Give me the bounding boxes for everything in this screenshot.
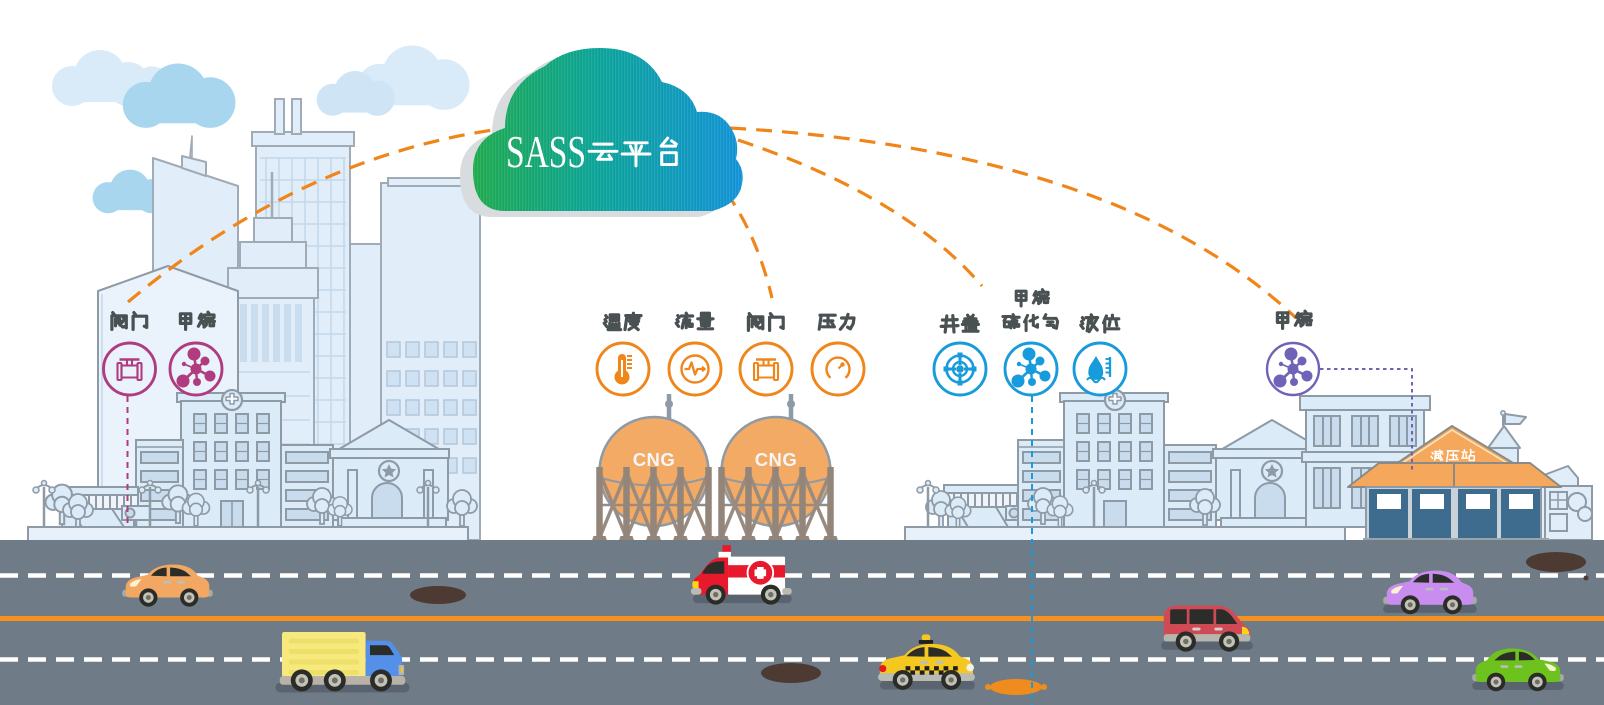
svg-text:CNG: CNG <box>755 449 798 470</box>
svg-text:CNG: CNG <box>633 449 676 470</box>
svg-text:SASS: SASS <box>506 127 586 177</box>
